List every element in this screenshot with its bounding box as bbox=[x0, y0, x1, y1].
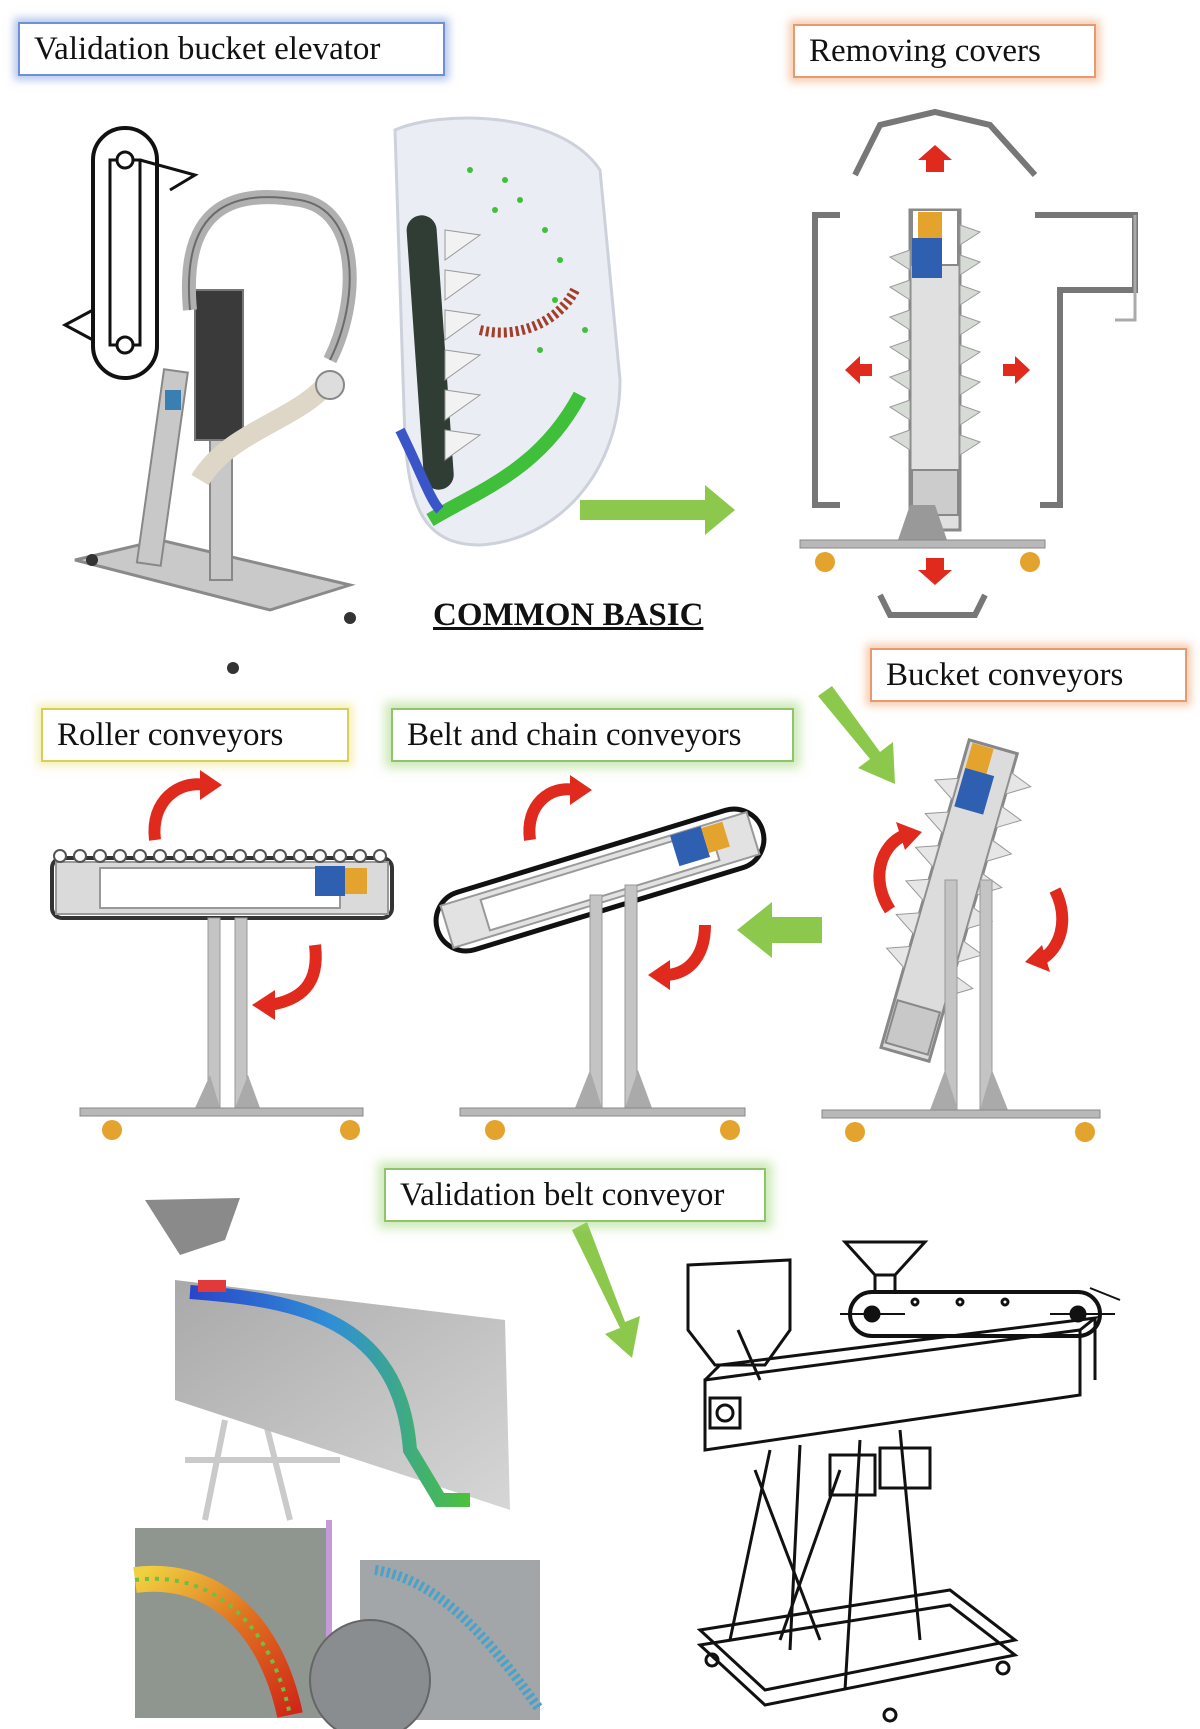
bucket-elevator-schematic bbox=[61, 126, 199, 380]
label-belt-and-chain-conveyors: Belt and chain conveyors bbox=[391, 708, 794, 762]
green-arrow-to-bucket bbox=[818, 686, 895, 784]
common-basic-title: COMMON BASIC bbox=[433, 597, 704, 633]
heatmap-inset-right bbox=[309, 1560, 545, 1729]
label-removing-covers: Removing covers bbox=[793, 24, 1096, 78]
green-arrow-to-removing bbox=[580, 485, 735, 535]
belt-conveyor-simulation bbox=[145, 1198, 510, 1521]
heatmap-inset-left bbox=[133, 1520, 332, 1720]
roller-conveyor-drawing bbox=[50, 770, 394, 1140]
green-arrow-to-belt bbox=[737, 902, 822, 958]
green-arrow-to-validation-drawing bbox=[572, 1222, 640, 1358]
bucket-elevator-simulation bbox=[393, 116, 622, 547]
label-roller-conveyors: Roller conveyors bbox=[41, 708, 349, 762]
belt-conveyor-schematic bbox=[840, 1240, 1121, 1338]
label-validation-belt-conveyor: Validation belt conveyor bbox=[384, 1168, 766, 1222]
label-bucket-conveyors: Bucket conveyors bbox=[870, 648, 1187, 702]
bucket-elevator-photo bbox=[74, 190, 357, 674]
removing-covers-drawing bbox=[799, 108, 1138, 618]
label-validation-bucket-elevator: Validation bucket elevator bbox=[18, 22, 445, 76]
belt-chain-conveyor-drawing bbox=[433, 775, 767, 1140]
belt-conveyor-line-drawing bbox=[686, 1258, 1101, 1723]
bucket-conveyor-drawing bbox=[821, 738, 1101, 1142]
